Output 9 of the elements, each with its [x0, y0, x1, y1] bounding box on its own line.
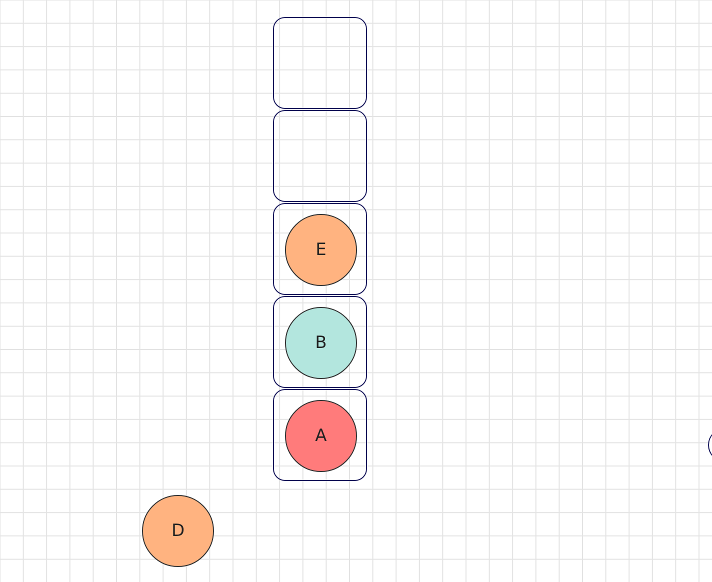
node-label: D [171, 521, 185, 541]
rounded-box [273, 296, 367, 388]
rounded-box [273, 203, 367, 295]
node-label: B [315, 333, 327, 353]
node-label: A [315, 426, 327, 446]
rounded-box [273, 17, 367, 109]
node-label: E [316, 240, 326, 260]
rounded-box [273, 110, 367, 202]
rounded-box [273, 389, 367, 481]
